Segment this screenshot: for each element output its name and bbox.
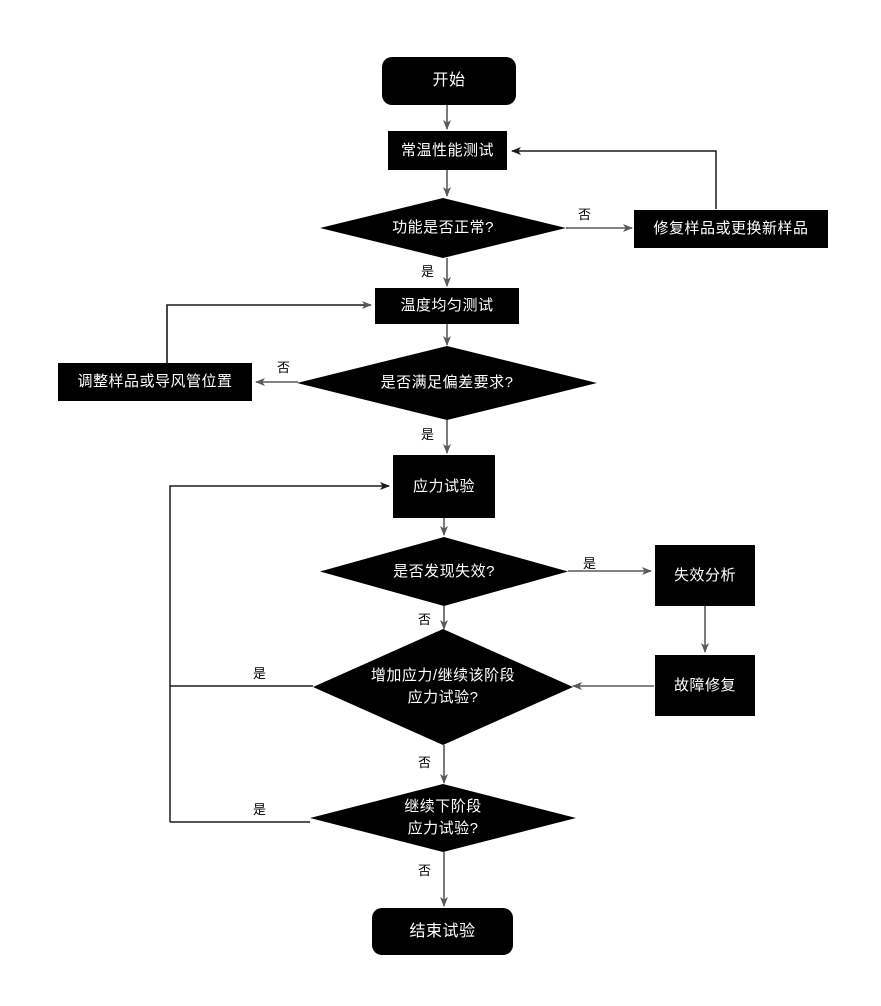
edge-label-next-stage-no: 否 <box>418 863 432 878</box>
edge-left-loop-riser-to-stress <box>169 482 390 822</box>
node-meets-deviation[interactable]: 是否满足偏差要求? <box>297 346 597 420</box>
edge-label-function-normal-yes: 是 <box>421 264 435 279</box>
edge-label-function-normal-no: 否 <box>578 207 592 222</box>
decision-diamond-shape <box>320 198 566 258</box>
node-adjust-sample-label: 调整样品或导风管位置 <box>77 373 233 391</box>
edge-adjust-to-temp-uniform <box>166 301 372 363</box>
node-fault-repair[interactable]: 故障修复 <box>655 655 755 716</box>
edge-label-meets-deviation-no: 否 <box>277 360 291 375</box>
node-start-label: 开始 <box>432 72 466 90</box>
node-stress-test[interactable]: 应力试验 <box>393 455 495 518</box>
node-failure-analysis-label: 失效分析 <box>673 566 736 584</box>
node-temp-uniformity-test-label: 温度均匀测试 <box>400 297 494 315</box>
decision-diamond-shape <box>297 346 597 420</box>
node-failure-analysis[interactable]: 失效分析 <box>655 545 755 606</box>
edge-label-meets-deviation-yes: 是 <box>421 427 435 442</box>
node-function-normal[interactable]: 功能是否正常? <box>320 198 566 258</box>
edge-label-increase-stress-yes: 是 <box>253 666 267 681</box>
node-fault-repair-label: 故障修复 <box>673 676 736 694</box>
edge-label-failure-found-yes: 是 <box>583 556 597 571</box>
node-repair-or-replace[interactable]: 修复样品或更换新样品 <box>634 210 828 248</box>
decision-diamond-shape <box>310 784 576 852</box>
edge-label-next-stage-yes: 是 <box>253 802 267 817</box>
node-adjust-sample[interactable]: 调整样品或导风管位置 <box>58 363 252 401</box>
node-room-temp-test[interactable]: 常温性能测试 <box>388 131 507 170</box>
node-start[interactable]: 开始 <box>382 57 516 105</box>
node-end-label: 结束试验 <box>409 922 476 940</box>
node-failure-found[interactable]: 是否发现失效? <box>320 537 568 606</box>
node-next-stage[interactable]: 继续下阶段 应力试验? <box>310 784 576 852</box>
node-temp-uniformity-test[interactable]: 温度均匀测试 <box>375 288 519 324</box>
edge-label-failure-found-no: 否 <box>418 612 432 627</box>
node-end[interactable]: 结束试验 <box>372 908 513 955</box>
edge-repair-to-room-temp <box>511 147 717 209</box>
node-stress-test-label: 应力试验 <box>412 477 475 495</box>
node-increase-stress[interactable]: 增加应力/继续该阶段 应力试验? <box>313 629 573 745</box>
decision-diamond-shape <box>320 537 568 606</box>
node-repair-or-replace-label: 修复样品或更换新样品 <box>653 220 809 238</box>
decision-diamond-shape <box>313 629 573 745</box>
node-room-temp-test-label: 常温性能测试 <box>400 141 494 159</box>
edge-label-increase-stress-no: 否 <box>418 755 432 770</box>
